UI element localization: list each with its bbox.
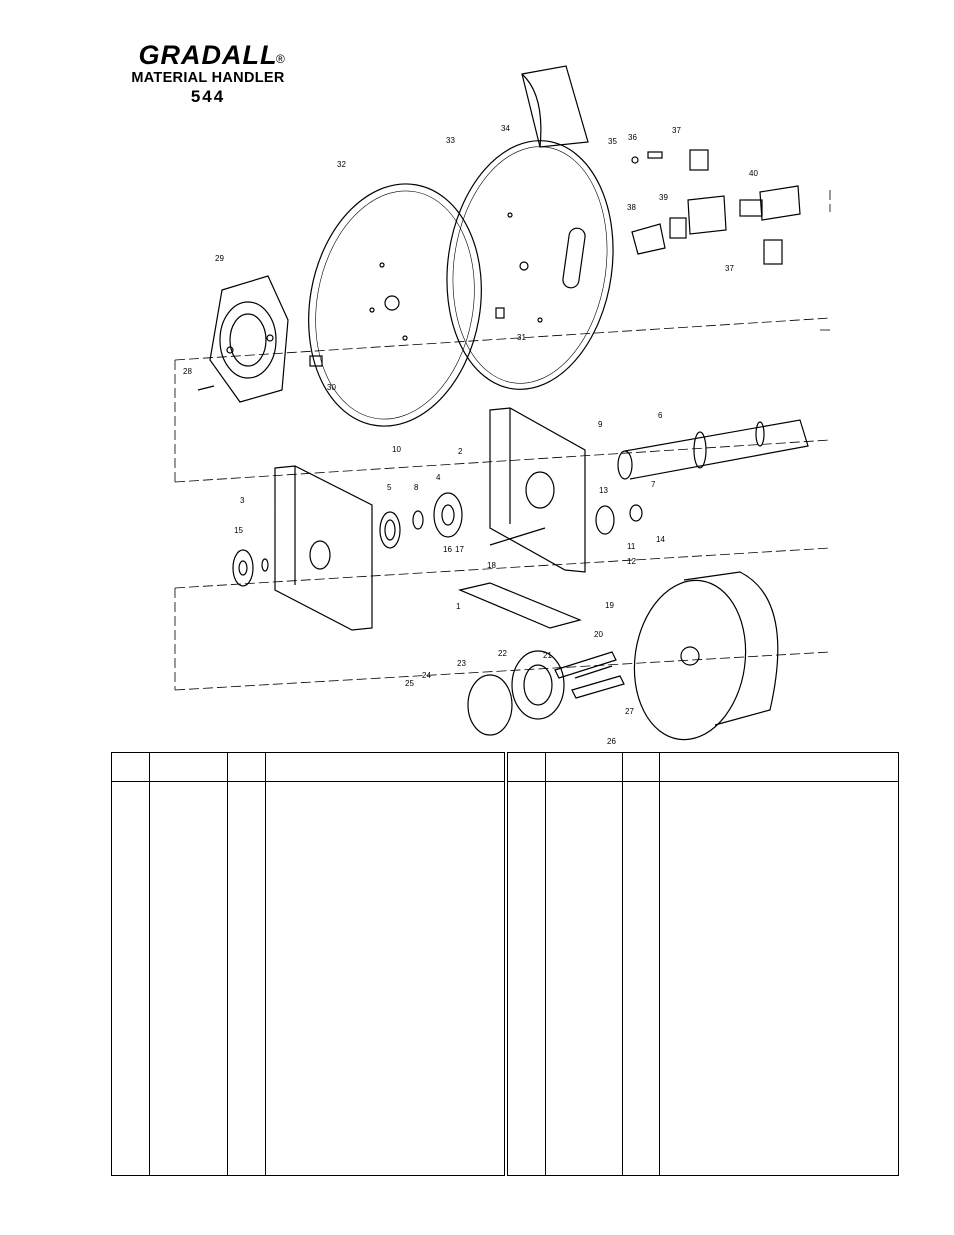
swivel-fittings (631, 149, 801, 265)
assembly-lines (174, 190, 831, 691)
callout-35: 35 (608, 137, 617, 146)
callout-37-bottom: 37 (725, 264, 734, 273)
part-33-drum-plate (446, 140, 614, 390)
callout-4: 4 (436, 473, 441, 482)
callout-36: 36 (628, 133, 637, 142)
callout-34: 34 (501, 124, 510, 133)
callout-31: 31 (517, 333, 526, 342)
callout-3: 3 (240, 496, 245, 505)
model-number: 544 (190, 87, 226, 106)
brand-logo: GRADALL ® (108, 40, 308, 70)
column-divider (227, 753, 228, 1175)
part-34-shield (521, 65, 589, 148)
part-19-motor-housing (633, 571, 779, 741)
callout-21: 21 (543, 651, 552, 660)
callout-7: 7 (651, 480, 656, 489)
parts-table-header (112, 753, 504, 782)
part-31 (495, 307, 505, 319)
brand-subtitle: MATERIAL HANDLER (131, 70, 285, 86)
callout-1: 1 (456, 602, 461, 611)
part-32-drum-plate (308, 183, 482, 427)
part-1-base-plate (458, 582, 582, 629)
part-15-washer (232, 549, 269, 587)
part-29-hub (209, 275, 289, 403)
column-divider (545, 753, 546, 1175)
callout-37-top: 37 (672, 126, 681, 135)
callout-16: 16 (443, 545, 452, 554)
registered-mark: ® (276, 52, 286, 66)
callout-40: 40 (749, 169, 758, 178)
callout-2: 2 (458, 447, 463, 456)
callout-8: 8 (414, 483, 419, 492)
callout-10: 10 (392, 445, 401, 454)
callout-labels: 1 2 3 4 5 6 7 8 9 10 11 12 13 14 15 16 1… (183, 124, 758, 745)
part-30 (309, 355, 323, 367)
callout-32: 32 (337, 160, 346, 169)
part-18-rod (489, 527, 546, 546)
column-divider (622, 753, 623, 1175)
callout-6: 6 (658, 411, 663, 420)
column-divider (149, 753, 150, 1175)
callout-25: 25 (405, 679, 414, 688)
part-3-support-plate (274, 465, 373, 631)
motor-cover-parts (467, 650, 625, 736)
bearings (379, 492, 643, 549)
callout-29: 29 (215, 254, 224, 263)
column-divider (659, 753, 660, 1175)
callout-24: 24 (422, 671, 431, 680)
part-2-support-plate (489, 407, 586, 573)
callout-22: 22 (498, 649, 507, 658)
callout-20: 20 (594, 630, 603, 639)
parts-table-left (111, 752, 505, 1176)
parts-table-header (508, 753, 898, 782)
callout-33: 33 (446, 136, 455, 145)
brand-header: GRADALL ® MATERIAL HANDLER 544 (108, 40, 308, 107)
parts-table-right (507, 752, 899, 1176)
callout-23: 23 (457, 659, 466, 668)
callout-14: 14 (656, 535, 665, 544)
callout-11: 11 (627, 542, 636, 551)
callout-17: 17 (455, 545, 464, 554)
part-28-bolt (197, 385, 215, 391)
callout-38: 38 (627, 203, 636, 212)
callout-15: 15 (234, 526, 243, 535)
callout-19: 19 (605, 601, 614, 610)
part-6-shaft (617, 419, 809, 480)
callout-18: 18 (487, 561, 496, 570)
brand-name: GRADALL (138, 40, 278, 70)
callout-9: 9 (598, 420, 603, 429)
column-divider (265, 753, 266, 1175)
exploded-parts-diagram: 1 2 3 4 5 6 7 8 9 10 11 12 13 14 15 16 1… (174, 65, 831, 745)
callout-27: 27 (625, 707, 634, 716)
callout-5: 5 (387, 483, 392, 492)
callout-28: 28 (183, 367, 192, 376)
callout-39: 39 (659, 193, 668, 202)
callout-12: 12 (627, 557, 636, 566)
callout-30: 30 (327, 383, 336, 392)
callout-26: 26 (607, 737, 616, 745)
callout-13: 13 (599, 486, 608, 495)
